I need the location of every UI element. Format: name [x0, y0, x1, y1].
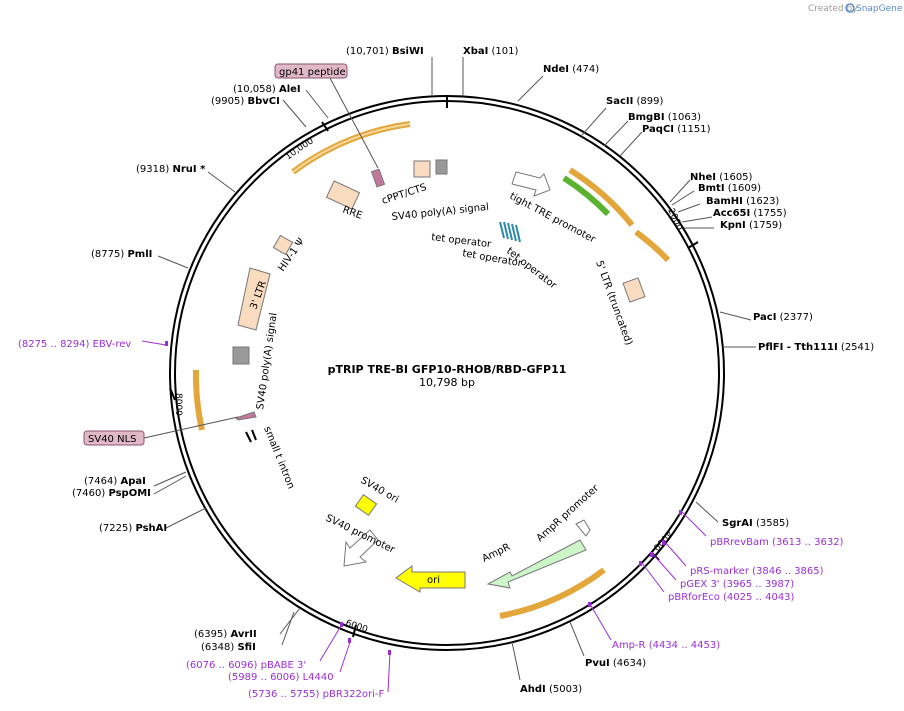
- sv40-ori-feature: [354, 493, 378, 517]
- sv40-polya-top-feature: [413, 160, 431, 178]
- primer-markers: [165, 341, 682, 655]
- enzyme-kpni[interactable]: KpnI (1759): [720, 220, 782, 231]
- ampr-promoter-feature: [575, 519, 591, 537]
- sv40-nls-feature: [235, 411, 257, 421]
- cppt-label: cPPT/CTS: [381, 182, 429, 207]
- enzyme-leaders: [153, 57, 756, 681]
- ltr3-feature: [237, 267, 271, 331]
- enzyme-paqci[interactable]: PaqCI (1151): [642, 124, 711, 135]
- sv40-polya-top-block: [435, 159, 448, 175]
- gfp-arc: [562, 175, 611, 217]
- snapgene-credit: Created by SnapGene: [808, 3, 903, 14]
- ltr5-label: 5' LTR (truncated): [593, 259, 634, 347]
- enzyme-pflfi-tth111i[interactable]: PflFI - Tth111I (2541): [758, 342, 874, 353]
- enzyme-sgrai[interactable]: SgrAI (3585): [722, 518, 789, 529]
- primer-l4440[interactable]: (5989 .. 6006) L4440: [228, 672, 334, 683]
- sv40-polya-left-feature: [232, 346, 250, 365]
- primer-pbabe3[interactable]: (6076 .. 6096) pBABE 3': [186, 660, 306, 671]
- tet-operator-label-1: tet operator: [431, 232, 493, 250]
- tet-operator-label-3: tet operator: [504, 246, 559, 292]
- enzyme-avrii[interactable]: (6395) AvrII: [194, 629, 257, 640]
- tet-operator-block: [499, 221, 521, 243]
- gp41-tag-label: gp41 peptide: [279, 67, 346, 78]
- rre-label: RRE: [341, 204, 364, 221]
- hiv-psi-feature: [272, 234, 294, 256]
- tight-tre-promoter-arrow: [511, 171, 551, 197]
- enzyme-bbvci[interactable]: (9905) BbvCI: [211, 96, 280, 107]
- enzyme-pvui[interactable]: PvuI (4634): [585, 658, 646, 669]
- plasmid-title: pTRIP TRE-BI GFP10-RHOB/RBD-GFP11: [328, 363, 567, 376]
- primer-labels: (8275 .. 8294) EBV-rev pBRrevBam (3613 .…: [18, 339, 844, 700]
- tick-6000: 6000: [344, 618, 369, 635]
- enzyme-pmli[interactable]: (8775) PmlI: [91, 249, 152, 260]
- plasmid-size: 10,798 bp: [419, 376, 475, 389]
- enzyme-xbai[interactable]: XbaI (101): [463, 46, 519, 57]
- tight-tre-label: tight TRE promoter: [508, 191, 598, 246]
- enzyme-nrui[interactable]: (9318) NruI *: [136, 164, 206, 175]
- sv40-polya-left-label: SV40 poly(A) signal: [255, 312, 279, 410]
- enzyme-apai[interactable]: (7464) ApaI: [84, 476, 146, 487]
- ampr-arrow: [486, 539, 587, 589]
- snapgene-logo-icon: [845, 3, 855, 13]
- enzyme-bmgbi[interactable]: BmgBI (1063): [628, 112, 701, 123]
- feature-shapes: [232, 159, 646, 593]
- enzyme-pshai[interactable]: (7225) PshAI: [99, 523, 167, 534]
- enzyme-alei[interactable]: (10,058) AleI: [233, 84, 301, 95]
- ampr-promoter-label: AmpR promoter: [535, 482, 602, 544]
- enzyme-acc65i[interactable]: Acc65I (1755): [713, 208, 787, 219]
- enzyme-pspomi[interactable]: (7460) PspOMI: [72, 488, 151, 499]
- enzyme-ndei[interactable]: NdeI (474): [543, 64, 599, 75]
- credit-brand: SnapGene: [856, 4, 903, 14]
- primer-pbrrevbam[interactable]: pBRrevBam (3613 .. 3632): [710, 537, 844, 548]
- tick-8000: 8000: [173, 393, 183, 416]
- sv40-nls-tag-label: SV40 NLS: [88, 434, 137, 445]
- enzyme-bamhi[interactable]: BamHI (1623): [706, 196, 779, 207]
- enzyme-sfii[interactable]: (6348) SfiI: [201, 642, 256, 653]
- orf-arc-right2: [634, 229, 671, 263]
- primer-ebv-rev[interactable]: (8275 .. 8294) EBV-rev: [18, 339, 131, 350]
- ori-label: ori: [427, 575, 440, 586]
- enzyme-nhei[interactable]: NheI (1605): [690, 172, 753, 183]
- primer-pbrforeco[interactable]: pBRforEco (4025 .. 4043): [668, 592, 795, 603]
- small-t-intron-label: small t intron: [261, 425, 296, 491]
- enzyme-bmti[interactable]: BmtI (1609): [698, 183, 761, 194]
- sv40-nls-tag: SV40 NLS: [83, 416, 239, 446]
- orf-arc-left: [192, 369, 205, 431]
- enzyme-paci[interactable]: PacI (2377): [753, 312, 813, 323]
- gp41-tag: gp41 peptide: [274, 63, 379, 169]
- enzyme-sacii[interactable]: SacII (899): [606, 96, 664, 107]
- orf-arc-bottom: [499, 567, 606, 619]
- enzyme-labels: (10,701) BsiWI XbaI (101) NdeI (474) Sac…: [72, 46, 874, 695]
- ltr5-feature: [622, 277, 646, 303]
- ori-arrow: [395, 565, 466, 593]
- sv40-promoter-arrow: [343, 529, 379, 567]
- ampr-label: AmpR: [480, 542, 512, 565]
- enzyme-bsiwi[interactable]: (10,701) BsiWI: [346, 46, 424, 57]
- sv40-polya-top-label: SV40 poly(A) signal: [391, 202, 489, 223]
- primer-amp-r[interactable]: Amp-R (4434 .. 4453): [612, 640, 720, 651]
- primer-pbr322ori-f[interactable]: (5736 .. 5755) pBR322ori-F: [248, 689, 384, 700]
- enzyme-ahdi[interactable]: AhdI (5003): [520, 684, 582, 695]
- orf-arc-right1: [568, 167, 635, 227]
- small-t-intron-feature: [245, 429, 257, 443]
- cppt-feature: [370, 168, 386, 188]
- primer-leaders: [141, 340, 707, 693]
- primer-pgex3[interactable]: pGEX 3' (3965 .. 3987): [680, 579, 794, 590]
- rre-feature: [325, 180, 361, 210]
- credit-prefix: Created by: [808, 4, 858, 14]
- primer-prs-marker[interactable]: pRS-marker (3846 .. 3865): [690, 566, 824, 577]
- orf-arcs: [192, 121, 671, 619]
